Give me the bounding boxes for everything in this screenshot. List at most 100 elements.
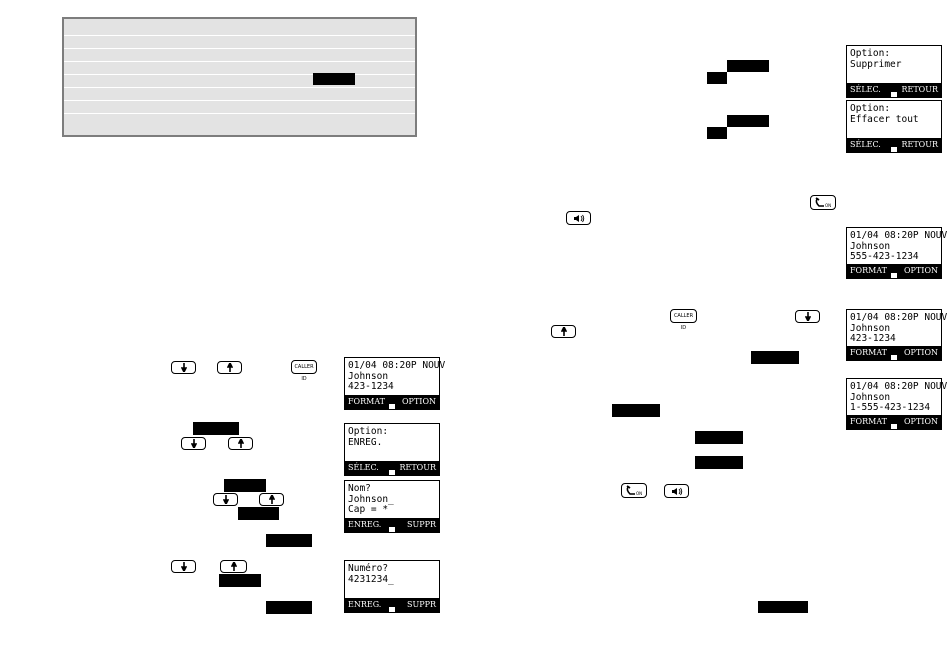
softkey-divider bbox=[389, 470, 395, 475]
speaker-button[interactable] bbox=[566, 211, 591, 225]
softkey-left[interactable]: SÉLEC. bbox=[348, 463, 379, 472]
up-arrow-icon bbox=[560, 327, 567, 336]
softkey-right[interactable]: RETOUR bbox=[901, 140, 938, 149]
up-arrow-button[interactable] bbox=[220, 560, 247, 573]
caller-id-button[interactable]: CALLER ID bbox=[670, 309, 697, 331]
softkey-divider bbox=[389, 607, 395, 612]
softkey-left[interactable]: FORMAT bbox=[850, 348, 887, 357]
up-arrow-icon bbox=[237, 439, 244, 448]
lcd-screen: 01/04 08:20P NOUV Johnson 1-555-423-1234… bbox=[846, 378, 947, 430]
redaction-bar bbox=[707, 72, 727, 84]
lcd-screen: 01/04 08:20P NOUV Johnson 555-423-1234 F… bbox=[846, 227, 947, 279]
softkey-divider bbox=[891, 92, 897, 97]
svg-text:ON: ON bbox=[636, 491, 642, 496]
softkey-left[interactable]: SÉLEC. bbox=[850, 85, 881, 94]
screen-text: 01/04 08:20P NOUV Johnson 423-1234 bbox=[348, 360, 446, 392]
screen-text: Option: Supprimer bbox=[850, 48, 902, 70]
softkey-bar bbox=[847, 346, 941, 360]
softkey-bar bbox=[847, 138, 941, 152]
screen-text: Option: ENREG. bbox=[348, 426, 389, 448]
softkey-right[interactable]: OPTION bbox=[402, 397, 436, 406]
talk-button[interactable]: ON bbox=[810, 195, 836, 210]
softkey-bar bbox=[847, 83, 941, 97]
softkey-left[interactable]: FORMAT bbox=[348, 397, 385, 406]
softkey-divider bbox=[389, 404, 395, 409]
screen-text: Option: Effacer tout bbox=[850, 103, 919, 125]
softkey-right[interactable]: OPTION bbox=[904, 417, 938, 426]
svg-text:ON: ON bbox=[825, 203, 831, 208]
redaction-bar bbox=[193, 422, 239, 435]
phone-icon: ON bbox=[815, 197, 831, 208]
lcd-screen: 01/04 08:20P NOUV Johnson 423-1234 FORMA… bbox=[344, 357, 445, 410]
down-arrow-icon bbox=[180, 363, 187, 372]
softkey-right[interactable]: RETOUR bbox=[901, 85, 938, 94]
info-table bbox=[62, 17, 417, 137]
talk-button[interactable]: ON bbox=[621, 483, 647, 498]
up-arrow-button[interactable] bbox=[259, 493, 284, 506]
table-row-divider bbox=[64, 74, 415, 75]
lcd-screen: 01/04 08:20P NOUV Johnson 423-1234 FORMA… bbox=[846, 309, 947, 361]
lcd-screen: Nom? Johnson_ Cap = * ENREG. SUPPR bbox=[344, 480, 440, 533]
screen-text: 01/04 08:20P NOUV Johnson 1-555-423-1234 bbox=[850, 381, 948, 413]
table-row-divider bbox=[64, 48, 415, 49]
down-arrow-icon bbox=[180, 562, 187, 571]
caller-id-button[interactable]: CALLER ID bbox=[291, 360, 317, 382]
redaction-bar bbox=[266, 534, 312, 547]
softkey-left[interactable]: SÉLEC. bbox=[850, 140, 881, 149]
phone-icon: ON bbox=[626, 485, 642, 496]
redaction-bar bbox=[727, 60, 769, 72]
up-arrow-button[interactable] bbox=[228, 437, 253, 450]
up-arrow-button[interactable] bbox=[217, 361, 242, 374]
softkey-bar bbox=[345, 461, 439, 475]
softkey-right[interactable]: OPTION bbox=[904, 266, 938, 275]
down-arrow-button[interactable] bbox=[171, 560, 196, 573]
up-arrow-icon bbox=[268, 495, 275, 504]
up-arrow-icon bbox=[230, 562, 237, 571]
screen-text: Nom? Johnson_ Cap = * bbox=[348, 483, 394, 515]
softkey-right[interactable]: SUPPR bbox=[406, 520, 436, 529]
redaction-bar bbox=[238, 507, 279, 520]
softkey-left[interactable]: FORMAT bbox=[850, 417, 887, 426]
redaction-bar bbox=[612, 404, 660, 417]
softkey-bar bbox=[345, 395, 439, 409]
softkey-left[interactable]: ENREG. bbox=[348, 600, 382, 609]
speaker-button[interactable] bbox=[664, 484, 689, 498]
down-arrow-button[interactable] bbox=[213, 493, 238, 506]
softkey-divider bbox=[891, 147, 897, 152]
redaction-bar bbox=[313, 73, 355, 85]
down-arrow-button[interactable] bbox=[181, 437, 206, 450]
caller-id-label: CALLER ID bbox=[673, 313, 694, 331]
redaction-bar bbox=[695, 456, 743, 469]
down-arrow-icon bbox=[804, 312, 811, 321]
softkey-right[interactable]: OPTION bbox=[904, 348, 938, 357]
up-arrow-icon bbox=[226, 363, 233, 372]
softkey-divider bbox=[891, 273, 897, 278]
softkey-left[interactable]: ENREG. bbox=[348, 520, 382, 529]
lcd-screen: Option: ENREG. SÉLEC. RETOUR bbox=[344, 423, 440, 476]
down-arrow-button[interactable] bbox=[171, 361, 196, 374]
softkey-left[interactable]: FORMAT bbox=[850, 266, 887, 275]
redaction-bar bbox=[751, 351, 799, 364]
lcd-screen: Option: Supprimer SÉLEC. RETOUR bbox=[846, 45, 942, 98]
softkey-divider bbox=[389, 527, 395, 532]
down-arrow-button[interactable] bbox=[795, 310, 820, 323]
screen-text: 01/04 08:20P NOUV Johnson 555-423-1234 bbox=[850, 230, 948, 262]
redaction-bar bbox=[727, 115, 769, 127]
down-arrow-icon bbox=[222, 495, 229, 504]
softkey-right[interactable]: SUPPR bbox=[406, 600, 436, 609]
softkey-bar bbox=[345, 518, 439, 532]
screen-text: Numéro? 4231234_ bbox=[348, 563, 394, 585]
softkey-right[interactable]: RETOUR bbox=[399, 463, 436, 472]
redaction-bar bbox=[695, 431, 743, 444]
down-arrow-icon bbox=[190, 439, 197, 448]
up-arrow-button[interactable] bbox=[551, 325, 576, 338]
redaction-bar bbox=[758, 601, 808, 613]
redaction-bar bbox=[266, 601, 312, 614]
screen-text: 01/04 08:20P NOUV Johnson 423-1234 bbox=[850, 312, 948, 344]
caller-id-label: CALLER ID bbox=[294, 364, 314, 382]
redaction-bar bbox=[707, 127, 727, 139]
lcd-screen: Option: Effacer tout SÉLEC. RETOUR bbox=[846, 100, 942, 153]
redaction-bar bbox=[224, 479, 266, 492]
table-row-divider bbox=[64, 87, 415, 88]
softkey-bar bbox=[847, 415, 941, 429]
